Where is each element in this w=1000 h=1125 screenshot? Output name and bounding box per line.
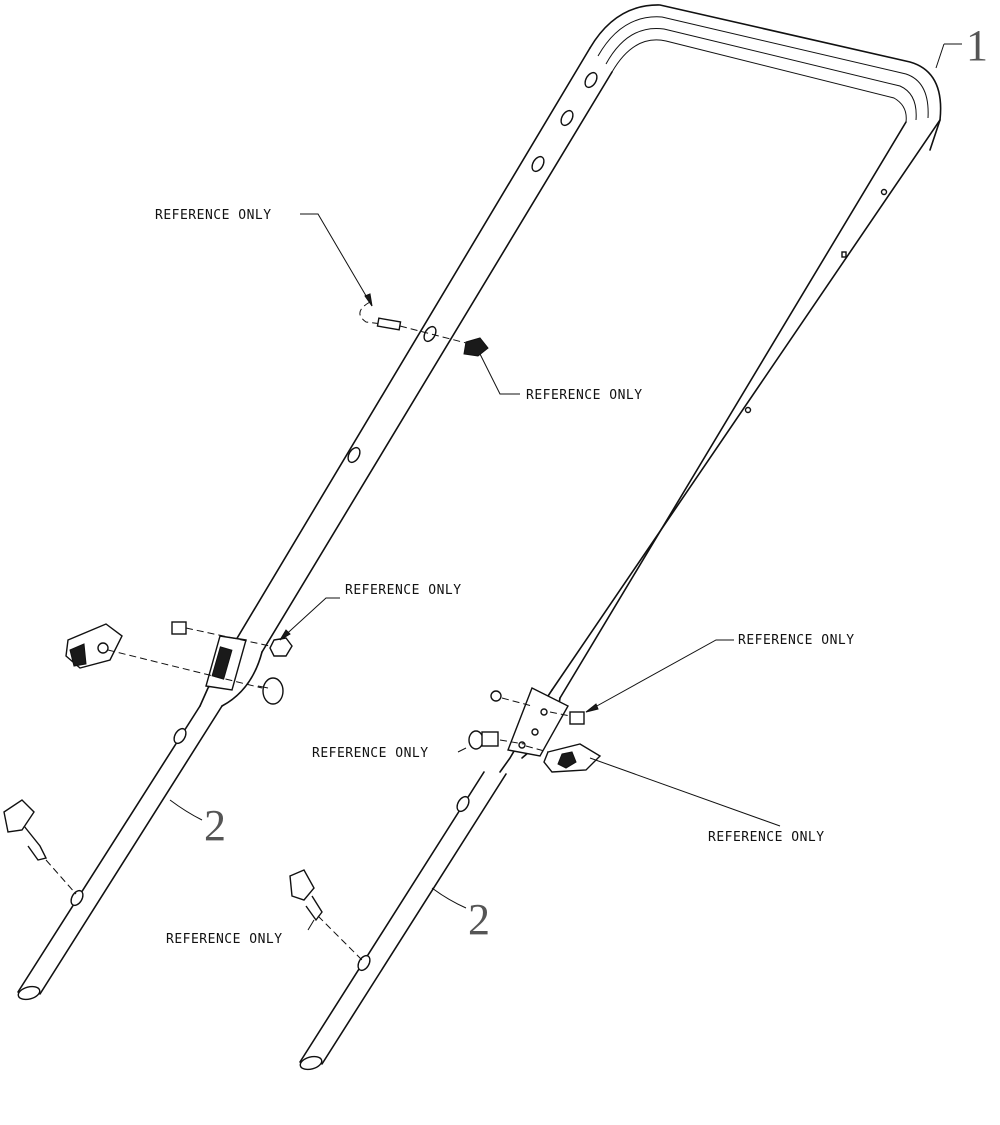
reference-label-2: REFERENCE ONLY [526,388,643,403]
right-bracket [499,687,569,773]
reference-label-6: REFERENCE ONLY [708,830,825,845]
reference-label-7: REFERENCE ONLY [166,932,283,947]
callout-number-1: 1 [966,21,988,70]
leader-lines [169,43,962,931]
reference-label-4: REFERENCE ONLY [738,633,855,648]
left-hardware [3,621,293,895]
control-hardware [359,301,489,357]
callout-number-2-right: 2 [468,895,490,944]
right-hardware [289,690,602,961]
lower-left-tube [17,705,223,1001]
reference-label-5: REFERENCE ONLY [312,746,429,761]
callout-number-2-left: 2 [204,801,226,850]
reference-label-1: REFERENCE ONLY [155,208,272,223]
left-bracket [199,635,263,707]
lower-right-tube [299,771,507,1071]
upper-handle [235,4,942,699]
reference-label-3: REFERENCE ONLY [345,583,462,598]
